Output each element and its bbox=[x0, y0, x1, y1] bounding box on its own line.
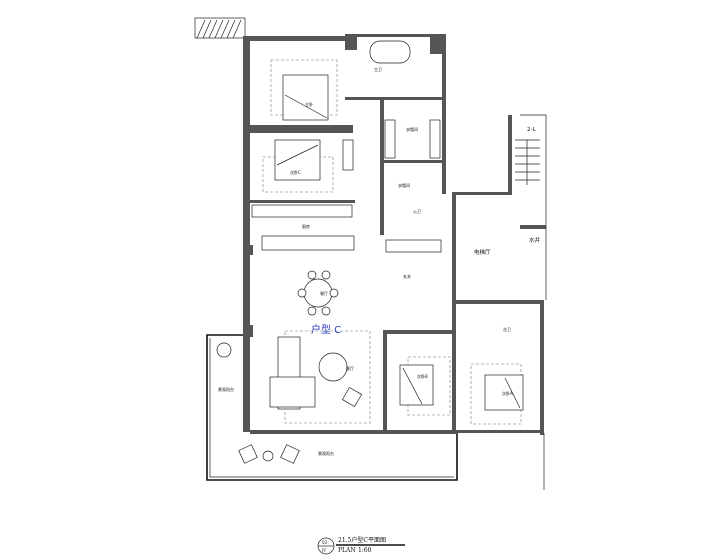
plan-label: PLAN bbox=[338, 547, 356, 554]
room-label-kitchen: 厨房 bbox=[302, 223, 310, 229]
master-bed bbox=[282, 74, 329, 121]
balcony bbox=[206, 334, 458, 481]
room-label-public-bath: 公卫 bbox=[413, 209, 421, 214]
room-label-master-bath: 主卫 bbox=[374, 66, 382, 72]
bed-a bbox=[484, 374, 524, 411]
room-label-living: 客厅 bbox=[346, 365, 354, 371]
stair bbox=[515, 139, 540, 185]
room-label-foyer: 玄关 bbox=[403, 273, 411, 279]
room-label-balcony-side: 景观阳台 bbox=[218, 386, 234, 392]
room-label-water-shaft: 水井 bbox=[529, 236, 541, 244]
sofa bbox=[269, 336, 363, 410]
room-label-bedroom-b: 次卧B bbox=[417, 373, 428, 379]
bathtub bbox=[369, 40, 411, 64]
room-label-master-bedroom: 主卧 bbox=[305, 101, 313, 107]
bed-b bbox=[399, 364, 434, 406]
walls bbox=[243, 34, 547, 490]
bed-c bbox=[274, 139, 321, 181]
title-symbol-bottom: FF bbox=[322, 548, 327, 553]
room-label-bedroom-a: 次卧A bbox=[502, 390, 513, 396]
room-label-stair: 2-L bbox=[527, 127, 536, 133]
room-label-elevator-hall: 电梯厅 bbox=[474, 248, 491, 256]
balcony-chairs bbox=[216, 342, 300, 464]
room-label-secondary-bath: 次卫 bbox=[503, 326, 511, 332]
closet-racks bbox=[342, 119, 441, 171]
kitchen-counter bbox=[251, 204, 442, 253]
unit-label: 户型 C bbox=[311, 323, 341, 336]
plan-title: 21.5户型C平面图 bbox=[338, 536, 386, 544]
room-label-closet-small: 衣帽间 bbox=[398, 182, 410, 188]
parapet-hatch bbox=[194, 17, 246, 39]
title-block: 03 FF 21.5户型C平面图 PLAN 1:60 bbox=[317, 536, 405, 555]
room-label-dining: 餐厅 bbox=[320, 290, 328, 296]
title-symbol-top: 03 bbox=[322, 540, 328, 545]
room-label-bedroom-c: 次卧C bbox=[290, 169, 301, 175]
plan-scale: 1:60 bbox=[358, 547, 372, 554]
dining-table bbox=[297, 270, 339, 316]
room-label-balcony-bottom: 景观阳台 bbox=[318, 450, 334, 456]
room-label-walk-in-closet: 衣帽间 bbox=[406, 126, 418, 132]
